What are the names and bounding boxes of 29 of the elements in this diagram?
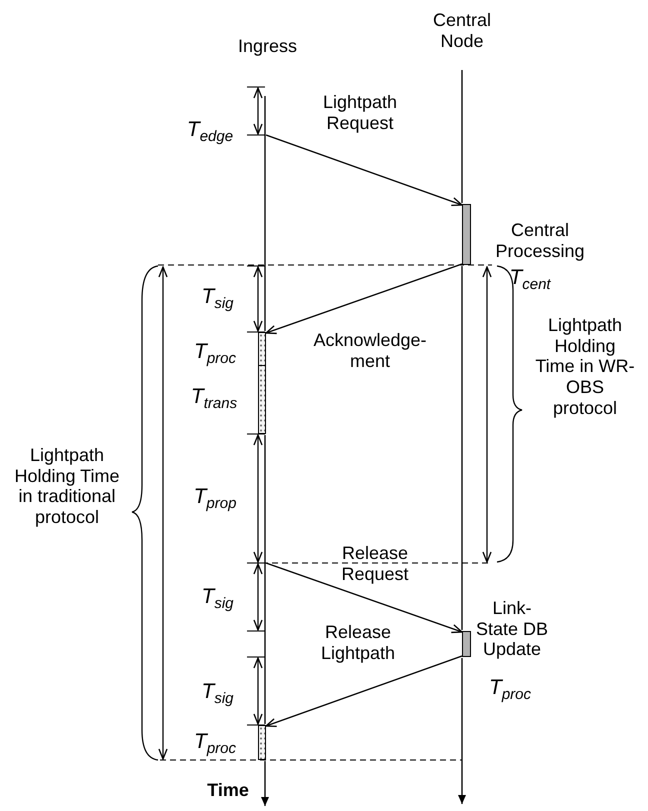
time-label: T$_{sig}$ [200,680,234,708]
time-label: T$_{edge}$ [186,118,234,146]
processing-bar [258,332,266,434]
time-label: T$_{trans}$ [190,385,238,412]
time-label: T$_{proc}$ [192,730,237,758]
time-label: T$_{proc}$ [192,340,237,368]
message-arrow [266,134,463,206]
message-arrow [265,655,462,728]
message-label: Lightpath Request [322,92,398,134]
processing-bar [462,631,471,657]
bracket-label: Lightpath Holding Time in traditional protocol [13,445,121,528]
message-label: Release Lightpath [320,622,396,664]
time-label: T$_{proc}$ [488,676,532,704]
lifeline-header: Ingress [230,36,305,57]
message-label: Acknowledge- ment [312,330,428,372]
bracket-label: Lightpath Holding Time in WR-OBS protocol [535,315,635,418]
message-arrow [265,263,462,334]
time-label: T$_{sig}$ [200,285,234,312]
message-arrow [266,562,463,634]
processing-bar [462,204,471,265]
time-label: T$_{cent}$ [508,266,552,294]
process-label: Central Processing [494,220,586,262]
time-label: T$_{sig}$ [200,585,234,612]
lifeline-header: Central Node [422,10,502,52]
processing-bar [258,725,266,760]
time-label: T$_{prop}$ [192,485,238,512]
axis-label: Time [206,780,250,801]
process-label: Link-State DB Update [474,598,550,660]
message-label: Release Request [340,543,410,584]
